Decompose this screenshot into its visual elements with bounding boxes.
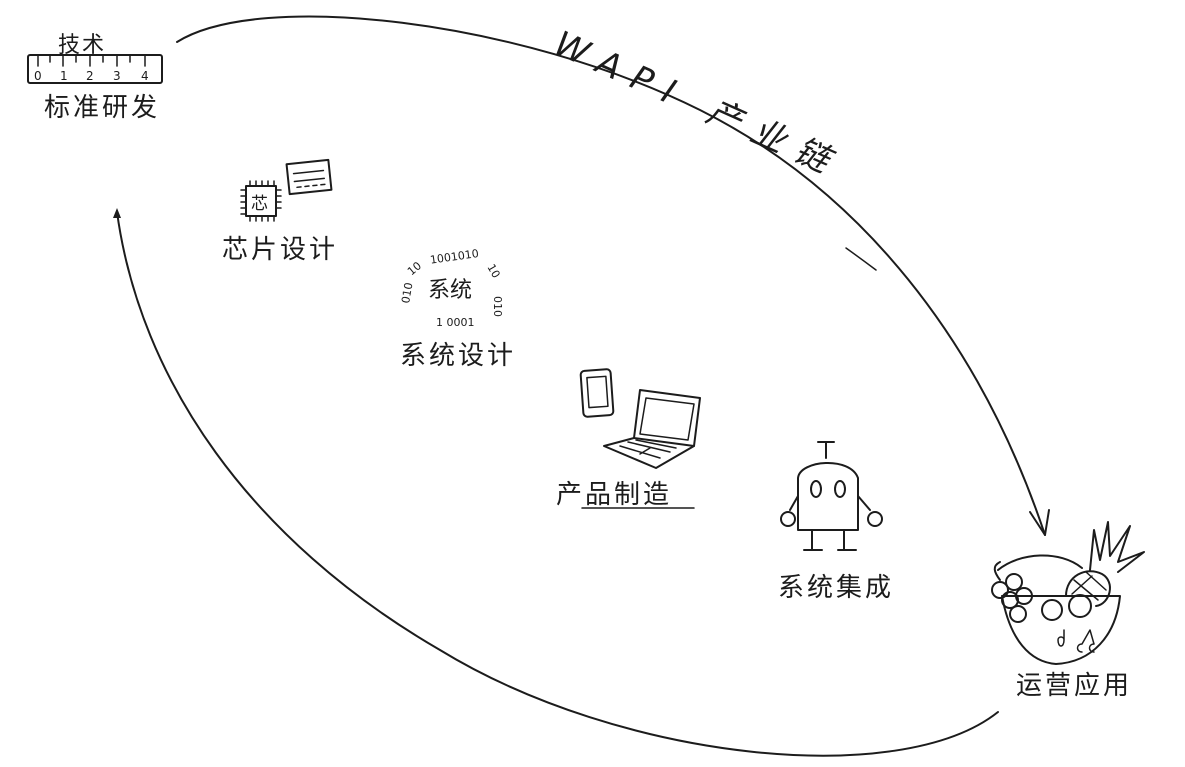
ruler-tick-0: 0 (34, 69, 42, 83)
chain-title: WAPI 产业链 (548, 24, 877, 271)
stage-chip-design-label: 芯片设计 (222, 235, 338, 265)
ruler-tick-2: 2 (86, 69, 94, 83)
ruler-tick-3: 3 (113, 69, 121, 83)
binary-ring-icon: 1001010 10 010 1 0001 010 10 系统 (399, 247, 504, 329)
stage-standard-rd-top-label: 技术 (58, 33, 106, 58)
stage-product-manufacturing-label: 产品制造 (556, 480, 672, 510)
stage-operation-application: 运营应用 (991, 521, 1145, 701)
chain-title-text: WAPI 产业链 (548, 24, 848, 187)
upper-arc-arrow (176, 15, 1050, 536)
robot-icon (780, 441, 883, 551)
svg-text:010: 010 (399, 281, 415, 304)
ruler-icon: 0 1 2 3 4 (27, 54, 163, 84)
stage-system-design-label: 系统设计 (400, 341, 516, 371)
binary-ring-center-text: 系统 (428, 278, 472, 303)
svg-text:1 0001: 1 0001 (436, 316, 475, 329)
svg-text:10: 10 (405, 259, 424, 278)
stage-system-integration-label: 系统集成 (778, 573, 894, 603)
svg-text:10: 10 (484, 262, 502, 281)
stage-system-design: 1001010 10 010 1 0001 010 10 系统 系统设计 (399, 247, 516, 371)
chip-icon: 芯 (240, 180, 282, 222)
lower-arc-arrow (113, 208, 999, 757)
stage-chip-design: 芯 芯片设计 (222, 158, 338, 265)
ruler-tick-1: 1 (60, 69, 68, 83)
svg-text:1001010: 1001010 (429, 247, 479, 267)
stage-operation-application-label: 运营应用 (1016, 671, 1132, 701)
stage-standard-rd-label: 标准研发 (44, 93, 160, 123)
ruler-tick-4: 4 (141, 69, 149, 83)
fruit-basket-icon (991, 521, 1145, 665)
stage-product-manufacturing: 产品制造 (556, 368, 701, 510)
circuit-board-icon (285, 158, 333, 196)
svg-text:010: 010 (491, 296, 504, 317)
tablet-icon (579, 368, 615, 418)
stage-standard-rd: 技术 0 1 2 3 4 标准研发 (27, 33, 163, 123)
laptop-icon (603, 389, 701, 469)
stage-system-integration: 系统集成 (778, 441, 894, 603)
chip-icon-text: 芯 (251, 194, 268, 214)
